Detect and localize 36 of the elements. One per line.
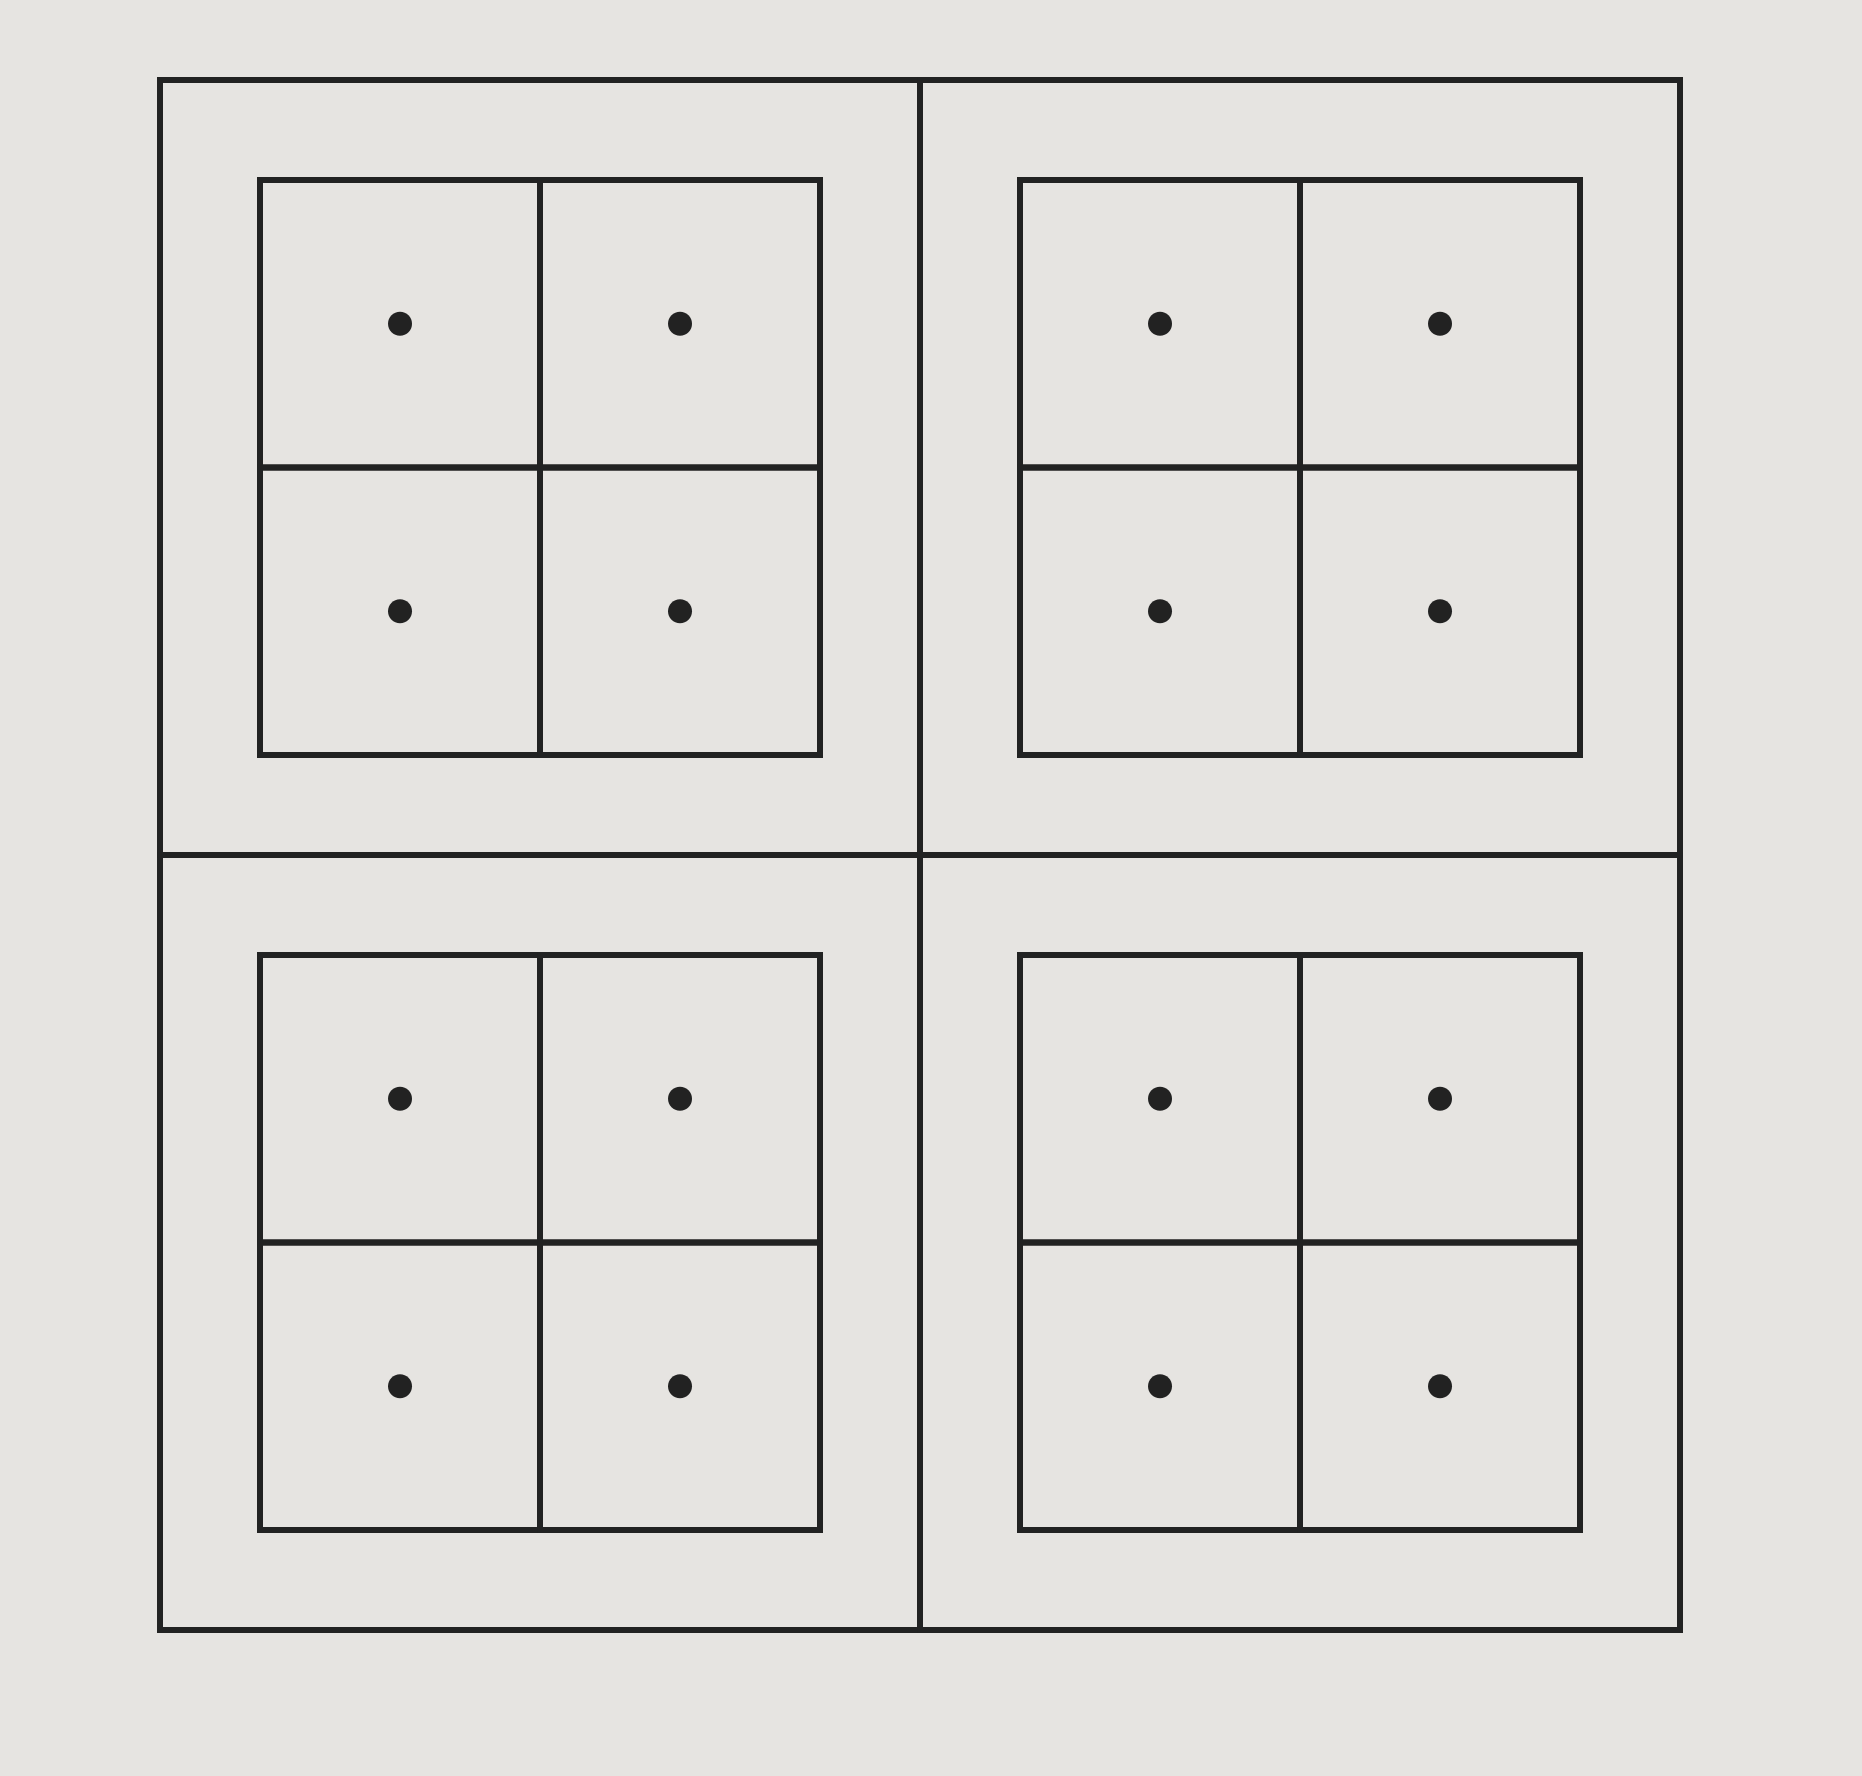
dot (668, 1374, 692, 1399)
dot (1148, 1086, 1172, 1111)
grid-cell (257, 1239, 543, 1533)
grid-cell (1017, 952, 1303, 1246)
dot (668, 1086, 692, 1111)
grid-cell (257, 464, 543, 758)
quadrant-box (917, 77, 1683, 858)
grid-cell (1017, 177, 1303, 471)
grid-cell (257, 177, 543, 471)
dot (388, 1374, 412, 1399)
dot (388, 1086, 412, 1111)
quadrant-box (157, 852, 923, 1633)
quadrant-box (157, 77, 923, 858)
dot (1428, 311, 1452, 336)
dot (388, 311, 412, 336)
dot (1428, 1086, 1452, 1111)
quadrant-box (917, 852, 1683, 1633)
grid-cell (1297, 952, 1583, 1246)
grid-cell (1297, 464, 1583, 758)
grid-cell (537, 952, 823, 1246)
grid-cell (537, 464, 823, 758)
grid-cell (1017, 464, 1303, 758)
dot (1148, 1374, 1172, 1399)
grid-cell (1017, 1239, 1303, 1533)
grid-cell (537, 1239, 823, 1533)
dot (1148, 599, 1172, 624)
dot (1428, 599, 1452, 624)
grid-cell (1297, 1239, 1583, 1533)
dot (1428, 1374, 1452, 1399)
dot (668, 599, 692, 624)
dot (1148, 311, 1172, 336)
grid-cell (1297, 177, 1583, 471)
grid-cell (537, 177, 823, 471)
dot (668, 311, 692, 336)
grid-cell (257, 952, 543, 1246)
dot (388, 599, 412, 624)
